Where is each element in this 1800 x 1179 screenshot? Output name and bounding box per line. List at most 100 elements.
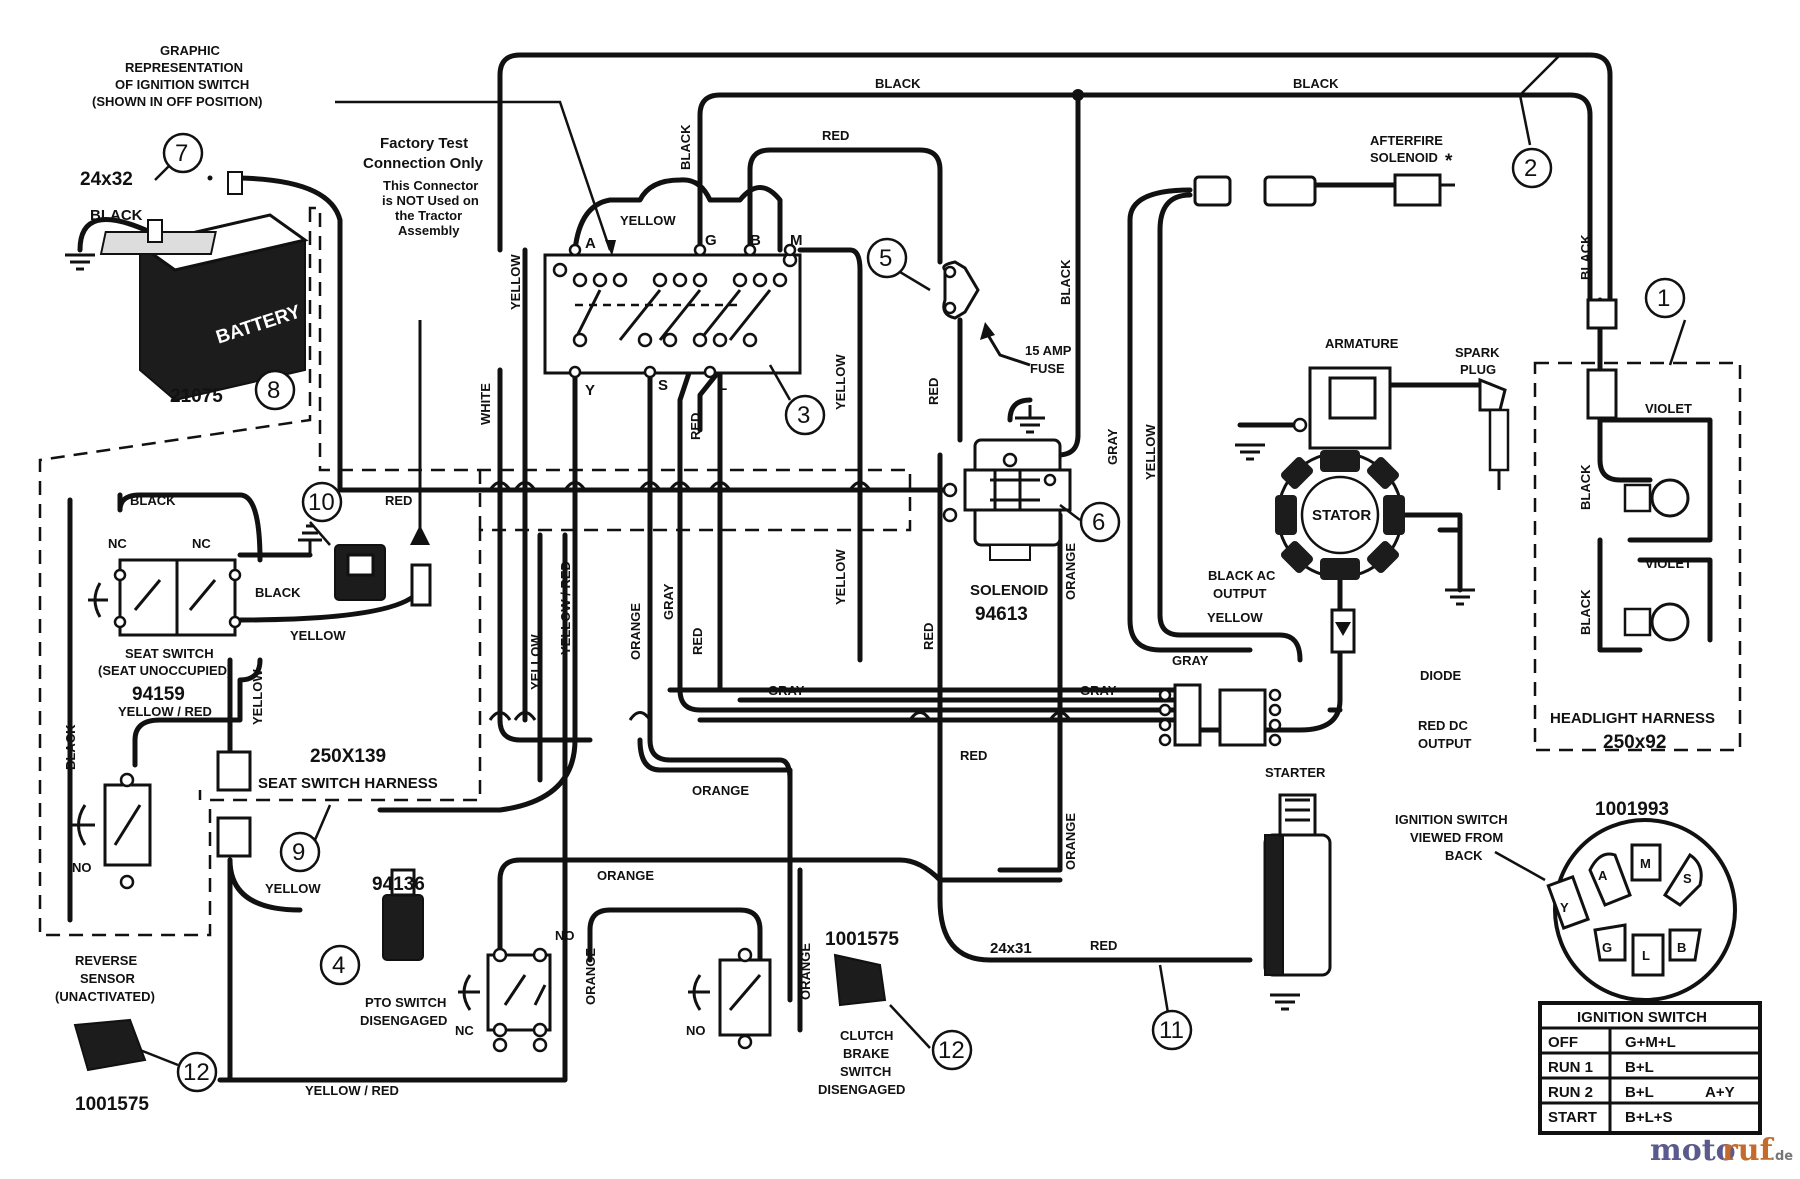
wire-label-gray-run1: GRAY xyxy=(768,683,805,698)
wire-label-gray-run2: GRAY xyxy=(1080,683,1117,698)
ign-table-position: START xyxy=(1548,1109,1597,1126)
pto-label-line2: DISENGAGED xyxy=(360,1013,447,1028)
terminal-m: M xyxy=(790,232,803,249)
connector-note-line3: the Tractor xyxy=(395,208,462,223)
battery-part-number: 21075 xyxy=(170,386,223,407)
notes: GRAPHIC REPRESENTATION OF IGNITION SWITC… xyxy=(92,43,616,256)
seat-switch-part: 94159 xyxy=(132,684,185,705)
black-ac-label-line2: OUTPUT xyxy=(1213,586,1267,601)
callout-12-clutch: 12 xyxy=(938,1037,965,1064)
spark-plug-label-line2: PLUG xyxy=(1460,362,1496,377)
clutch-no-label: NO xyxy=(686,1023,706,1038)
watermark: moto ruf .de xyxy=(1650,1133,1793,1168)
engine-connector xyxy=(1158,683,1282,747)
starter-solenoid: SOLENOID 94613 xyxy=(942,438,1072,625)
terminal-l: L xyxy=(718,377,727,394)
callout-3: 3 xyxy=(797,402,810,429)
connector-note-line2: is NOT Used on xyxy=(382,193,479,208)
switch-face-s: S xyxy=(1683,871,1692,886)
reverse-label-line1: REVERSE xyxy=(75,953,137,968)
ignition-switch-graphic: A G B M Y S L xyxy=(543,232,803,399)
seat-switch: NC NC SEAT SWITCH (SEAT UNOCCUPIED) 9415… xyxy=(88,536,438,792)
graphic-rep-line1: GRAPHIC xyxy=(160,43,221,58)
wire-label-black-right: BLACK xyxy=(1058,259,1073,305)
switch-face-l: L xyxy=(1642,948,1650,963)
switch-face-y: Y xyxy=(1560,900,1569,915)
headlight-harness-number: 250x92 xyxy=(1603,732,1666,753)
terminal-y: Y xyxy=(585,382,595,399)
seat-harness-number: 250X139 xyxy=(310,746,386,767)
callout-5: 5 xyxy=(879,245,892,272)
terminal-a: A xyxy=(585,235,596,252)
wire-label-yellow-seat-vert: YELLOW xyxy=(250,669,265,725)
reverse-switch-no: NO xyxy=(72,860,92,875)
headlight-harness: VIOLET VIOLET HEADLIGHT HARNESS 250x92 xyxy=(1550,298,1715,753)
wire-label-black-top2: BLACK xyxy=(1293,76,1339,91)
factory-test-line2: Connection Only xyxy=(363,155,484,172)
wire-label-yellow-top: YELLOW xyxy=(620,213,676,228)
wire-label-yellow-mid: YELLOW xyxy=(833,354,848,410)
pto-switch-assembly: NO NC 94136 PTO SWITCH DISENGAGED xyxy=(360,868,575,1053)
wire-label-black-hl1: BLACK xyxy=(1578,464,1593,510)
wire-label-yellow-left: YELLOW xyxy=(508,254,523,310)
fuse: 15 AMP FUSE xyxy=(942,260,1072,376)
reverse-sensor: REVERSE SENSOR (UNACTIVATED) 1001575 xyxy=(55,953,155,1115)
wire-label-black-seat2: BLACK xyxy=(255,585,301,600)
ignition-switch-back-view: IGNITION SWITCH VIEWED FROM BACK 1001993… xyxy=(1395,799,1737,1002)
starter-motor: STARTER 24x31 xyxy=(990,765,1332,977)
seat-switch-label-line2: (SEAT UNOCCUPIED) xyxy=(98,663,231,678)
wire-label-orange-clutch: ORANGE xyxy=(798,943,813,1000)
battery: BATTERY 24x32 21075 BLACK xyxy=(80,169,309,407)
wire-label-red-fuse: RED xyxy=(926,378,941,405)
headlight-violet-1: VIOLET xyxy=(1645,401,1692,416)
wire-label-black-seat: BLACK xyxy=(130,493,176,508)
ground-symbols xyxy=(65,253,1475,1011)
wire-label-black-hl2: BLACK xyxy=(1578,589,1593,635)
ign-table-position: OFF xyxy=(1548,1034,1578,1051)
ign-back-line1: IGNITION SWITCH xyxy=(1395,812,1508,827)
harness-outlines xyxy=(38,206,1742,937)
red-dc-label-line1: RED DC xyxy=(1418,718,1468,733)
clutch-label-line2: BRAKE xyxy=(843,1046,890,1061)
engine-ignition: ARMATURE SPARK PLUG STATOR BLACK AC OUTP… xyxy=(1208,336,1510,751)
wire-label-yellow-sol: YELLOW xyxy=(833,549,848,605)
ign-table-connection: B+L xyxy=(1625,1059,1654,1076)
wire-label-orange-vert: ORANGE xyxy=(628,603,643,660)
battery-black-label: BLACK xyxy=(90,207,143,224)
red-dc-label-line2: OUTPUT xyxy=(1418,736,1472,751)
ign-table-connection: G+M+L xyxy=(1625,1034,1676,1051)
wire-label-yellow-vert: YELLOW xyxy=(1143,424,1158,480)
connector-note-line4: Assembly xyxy=(398,223,460,238)
small-connectors xyxy=(216,320,432,858)
wire-label-yellow-red-bottom: YELLOW / RED xyxy=(305,1083,399,1098)
wire-label-red-top: RED xyxy=(822,128,849,143)
seat-nc-right: NC xyxy=(192,536,211,551)
switch-face-m: M xyxy=(1640,856,1651,871)
starter-cable-label: 24x31 xyxy=(990,940,1032,957)
wire-label-white: WHITE xyxy=(478,383,493,425)
wire-label-orange-run1: ORANGE xyxy=(692,783,749,798)
wire-network xyxy=(67,52,1713,1083)
pto-label-line1: PTO SWITCH xyxy=(365,995,446,1010)
wire-label-red-conn: RED xyxy=(385,493,412,508)
ign-table-title: IGNITION SWITCH xyxy=(1577,1009,1707,1026)
wire-label-yellow-low: YELLOW xyxy=(528,634,543,690)
pto-no-label: NO xyxy=(555,928,575,943)
wire-label-red-run: RED xyxy=(960,748,987,763)
clutch-switch-assembly: NO 1001575 CLUTCH BRAKE SWITCH DISENGAGE… xyxy=(686,929,905,1097)
solenoid-part-number: 94613 xyxy=(975,604,1028,625)
ign-part-number: 1001993 xyxy=(1595,799,1669,820)
callout-1: 1 xyxy=(1657,285,1670,312)
seat-nc-left: NC xyxy=(108,536,127,551)
switch-face-b: B xyxy=(1677,940,1686,955)
callout-11: 11 xyxy=(1159,1017,1184,1044)
wire-label-red-sol: RED xyxy=(921,623,936,650)
wire-label-gray-conn: GRAY xyxy=(1172,653,1209,668)
wire-label-orange-sol: ORANGE xyxy=(1063,543,1078,600)
wire-label-black-headlight: BLACK xyxy=(1578,234,1593,280)
black-ac-label-line1: BLACK AC xyxy=(1208,568,1276,583)
fuse-label-line1: 15 AMP xyxy=(1025,343,1072,358)
wire-label-orange-run2: ORANGE xyxy=(597,868,654,883)
